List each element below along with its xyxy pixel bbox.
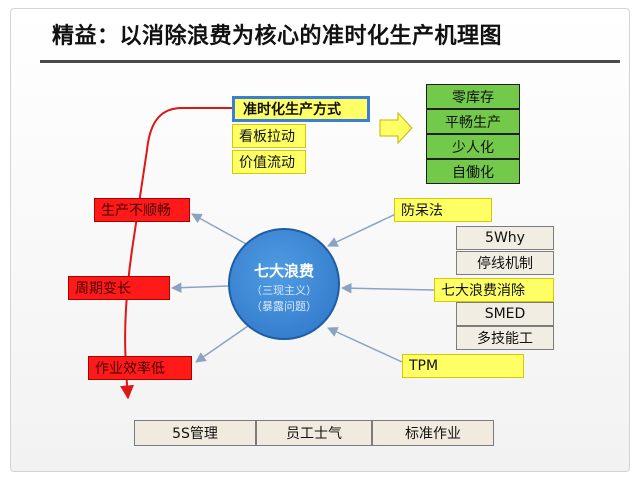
tool-5why-label: 5Why: [485, 230, 525, 246]
green-item-3-label: 少人化: [452, 139, 494, 156]
title-divider: [40, 60, 620, 63]
foundation-5s: 5S管理: [134, 420, 256, 446]
jit-method-box: 准时化生产方式: [232, 96, 370, 122]
fangdai-box: 防呆法: [394, 198, 492, 222]
value-flow-label: 价值流动: [239, 155, 295, 171]
foundation-5s-label: 5S管理: [172, 426, 218, 442]
arrow-from-fangdai: [327, 211, 401, 247]
problem-efficiency-label: 作业效率低: [95, 361, 165, 377]
diagram-title: 精益：以消除浪费为核心的准时化生产机理图: [52, 24, 503, 49]
green-item-2-label: 平畅生产: [445, 114, 501, 131]
green-item-3: 少人化: [426, 134, 520, 159]
green-item-1-label: 零库存: [452, 89, 494, 106]
value-flow-box: 价值流动: [232, 150, 306, 174]
center-sub-label-1: （三现主义）: [251, 284, 317, 297]
foundation-standard-work: 标准作业: [372, 420, 494, 446]
tpm-label: TPM: [409, 358, 439, 374]
problem-efficiency: 作业效率低: [88, 356, 192, 380]
problem-cycle: 周期变长: [68, 276, 170, 300]
fangdai-label: 防呆法: [401, 203, 443, 219]
kanban-label: 看板拉动: [239, 129, 295, 145]
red-feedback-line: [120, 107, 232, 400]
tool-smed: SMED: [456, 302, 554, 326]
arrow-from-tpm: [327, 327, 403, 363]
foundation-morale: 员工士气: [256, 420, 372, 446]
green-item-4-label: 自働化: [452, 164, 494, 181]
tool-smed-label: SMED: [484, 306, 526, 322]
arrow-jit-to-results: [379, 111, 413, 145]
center-seven-wastes: 七大浪费 （三现主义） （暴露问题）: [228, 228, 340, 340]
problem-production-label: 生产不顺畅: [101, 203, 171, 219]
jit-method-label: 准时化生产方式: [243, 102, 341, 118]
foundation-morale-label: 员工士气: [286, 426, 342, 442]
green-item-1: 零库存: [426, 84, 520, 109]
arrow-to-cycle-issue: [170, 282, 229, 293]
center-sub-label-2: （暴露问题）: [251, 300, 317, 313]
tool-multi-skill: 多技能工: [456, 326, 554, 350]
waste-elimination-label: 七大浪费消除: [441, 283, 525, 299]
waste-elimination-box: 七大浪费消除: [434, 278, 554, 302]
problem-production: 生产不顺畅: [94, 198, 190, 222]
tool-line-stop-label: 停线机制: [477, 256, 533, 272]
arrow-to-efficiency-issue: [195, 325, 249, 363]
arrow-to-production-issue: [191, 213, 249, 246]
tpm-box: TPM: [402, 354, 524, 378]
green-item-2: 平畅生产: [426, 109, 520, 134]
tool-multi-skill-label: 多技能工: [477, 331, 533, 347]
foundation-standard-work-label: 标准作业: [405, 426, 461, 442]
arrow-from-waste-elimination: [340, 282, 435, 294]
problem-cycle-label: 周期变长: [75, 281, 131, 297]
tool-line-stop: 停线机制: [456, 251, 554, 275]
green-item-4: 自働化: [426, 159, 520, 184]
kanban-box: 看板拉动: [232, 124, 306, 148]
center-main-label: 七大浪费: [253, 262, 314, 280]
tool-5why: 5Why: [456, 226, 554, 250]
